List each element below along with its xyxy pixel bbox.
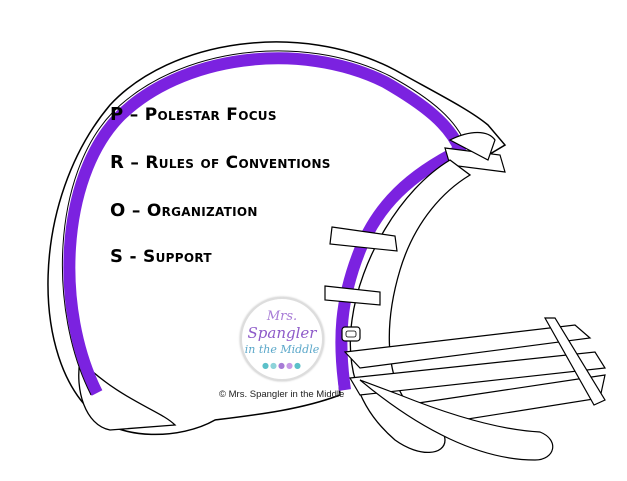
- facemask-bar-3: [343, 324, 592, 369]
- logo-line-1: Mrs.: [266, 309, 298, 324]
- chin-strap: [359, 379, 554, 461]
- acronym-letter-o: O: [110, 200, 126, 221]
- facemask-end-bar: [543, 317, 606, 406]
- copyright-text: © Mrs. Spangler in the Middle: [219, 389, 345, 400]
- logo-line-3: in the Middle: [244, 343, 320, 356]
- acronym-line-r: R – Rules of Conventions: [110, 152, 331, 173]
- acronym-letter-p: P: [110, 104, 124, 125]
- helmet-jaw: [78, 358, 177, 431]
- facemask-bar-2: [324, 285, 381, 306]
- acronym-text-r: – Rules of Conventions: [124, 153, 331, 173]
- logo-line-2: Spangler: [247, 324, 317, 342]
- acronym-line-o: O – Organization: [110, 200, 258, 221]
- helmet-stripe: [63, 52, 466, 396]
- facemask-bar-1: [329, 226, 398, 252]
- facemask-bar-4: [349, 351, 607, 396]
- logo-dots-decoration: ●●●●●: [262, 361, 302, 370]
- acronym-text-p: – Polestar Focus: [123, 105, 277, 125]
- acronym-letter-r: R: [110, 152, 125, 173]
- helmet-stripe-outline: [61, 50, 468, 396]
- brand-logo: Mrs. Spangler in the Middle ●●●●●: [240, 297, 324, 381]
- acronym-letter-s: S: [110, 246, 124, 267]
- acronym-line-p: P – Polestar Focus: [110, 104, 277, 125]
- acronym-line-s: S - Support: [110, 246, 212, 267]
- acronym-text-o: – Organization: [125, 201, 258, 221]
- acronym-text-s: - Support: [123, 247, 212, 267]
- visor-clip: [448, 131, 496, 161]
